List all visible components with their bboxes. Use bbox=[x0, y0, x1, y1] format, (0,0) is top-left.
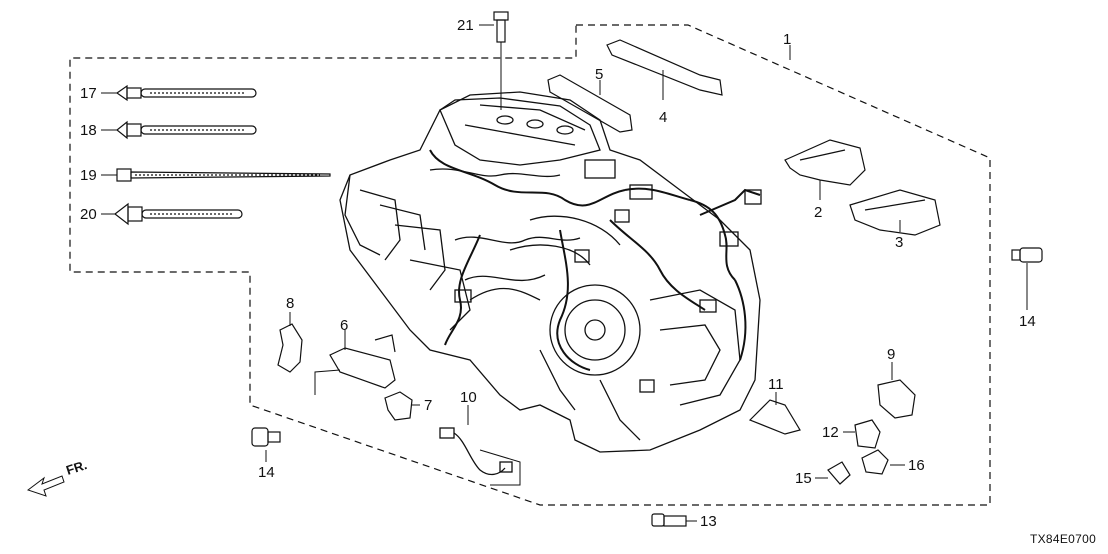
harness-bracket-2 bbox=[784, 139, 866, 186]
harness-clip-9 bbox=[877, 379, 916, 419]
callout-8: 8 bbox=[286, 295, 295, 312]
harness-clip-15 bbox=[827, 461, 851, 485]
callout-14-right: 14 bbox=[1019, 313, 1036, 330]
cable-tie-18 bbox=[116, 120, 257, 140]
callout-19: 19 bbox=[80, 167, 97, 184]
callout-4: 4 bbox=[659, 109, 668, 126]
harness-clip-8 bbox=[277, 323, 303, 373]
callout-17: 17 bbox=[80, 85, 97, 102]
callout-11: 11 bbox=[768, 376, 784, 393]
callout-13: 13 bbox=[700, 513, 717, 530]
callout-20: 20 bbox=[80, 206, 97, 223]
sub-harness-10 bbox=[439, 427, 513, 476]
callout-3: 3 bbox=[895, 234, 904, 251]
callout-21: 21 bbox=[457, 17, 474, 34]
harness-bracket-5 bbox=[547, 74, 633, 133]
callout-15: 15 bbox=[795, 470, 812, 487]
callout-9: 9 bbox=[887, 346, 896, 363]
callout-2: 2 bbox=[814, 204, 823, 221]
harness-bracket-6 bbox=[329, 334, 396, 389]
callout-12: 12 bbox=[822, 424, 839, 441]
flange-bolt-21 bbox=[493, 11, 509, 43]
callout-10: 10 bbox=[460, 389, 477, 406]
cable-tie-17 bbox=[115, 84, 257, 102]
harness-clip-7 bbox=[384, 391, 413, 421]
engine-assembly-icon bbox=[339, 91, 762, 453]
harness-clip-12 bbox=[854, 419, 881, 449]
harness-clip-11 bbox=[748, 399, 801, 435]
callout-14-left: 14 bbox=[258, 464, 275, 481]
leader-lines bbox=[101, 24, 1028, 522]
callout-18: 18 bbox=[80, 122, 97, 139]
diagram-code: TX84E0700 bbox=[1030, 532, 1097, 546]
callout-1: 1 bbox=[783, 31, 792, 48]
flange-bolt-14-right bbox=[1011, 247, 1043, 263]
harness-bracket-4 bbox=[606, 39, 723, 96]
callout-6: 6 bbox=[340, 317, 349, 334]
harness-bracket-3 bbox=[849, 189, 941, 236]
callout-7: 7 bbox=[424, 397, 433, 414]
flange-bolt-13 bbox=[651, 513, 687, 527]
callout-5: 5 bbox=[595, 66, 604, 83]
front-direction-arrow-icon bbox=[26, 475, 65, 497]
harness-clip-16 bbox=[861, 449, 889, 475]
cable-tie-20 bbox=[114, 202, 243, 226]
cable-tie-19 bbox=[116, 168, 331, 182]
callout-16: 16 bbox=[908, 457, 925, 474]
flange-bolt-14-left bbox=[251, 427, 281, 447]
